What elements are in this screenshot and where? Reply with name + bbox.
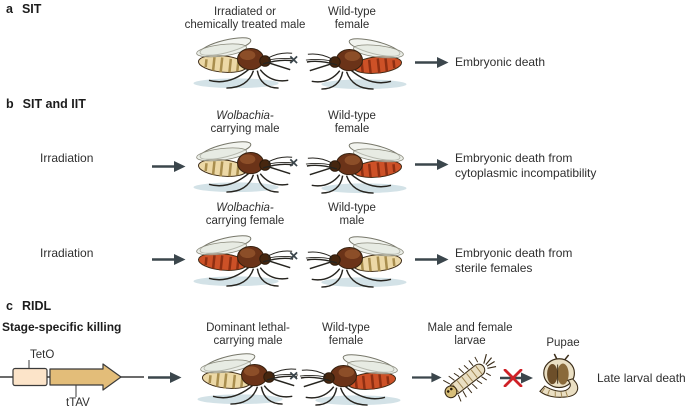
panel-c-title: RIDL [21, 299, 52, 313]
pupa-illustration [539, 353, 579, 399]
panel-a-title: SIT [21, 2, 42, 16]
wild-type-female-mosquito-illustration-b1 [304, 137, 408, 195]
ttav-label: tTAV [66, 397, 90, 407]
panel-c-female-label: Wild-type female [322, 322, 370, 347]
panel-b-letter: b [6, 97, 14, 111]
larva-illustration [438, 350, 498, 407]
blocked-arrow-with-red-cross [500, 369, 533, 387]
wild-type-male-mosquito-illustration [304, 231, 408, 289]
panel-c-heading: c RIDL [6, 299, 51, 313]
treated-male-mosquito-illustration [192, 32, 296, 90]
panel-c-result: Late larval death [597, 371, 685, 385]
panel-a-female-label: Wild-type female [328, 6, 376, 31]
irradiation-label-2: Irradiation [40, 246, 94, 260]
mating-cross-a: × [289, 52, 299, 69]
teto-label: TetO [30, 349, 54, 361]
pupae-label: Pupae [546, 337, 580, 349]
panel-a-result: Embryonic death [455, 55, 546, 69]
wolbachia-male-label: Wolbachia- carrying male [210, 110, 280, 135]
irradiation-label-1: Irradiation [40, 151, 94, 165]
panel-b-heading: b SIT and IIT [6, 97, 86, 111]
genetic-construct-diagram: TetO tTAV [0, 349, 144, 407]
panel-b-title: SIT and IIT [22, 97, 86, 111]
panel-b2-result: Embryonic death from sterile females [455, 246, 573, 275]
wild-type-female-mosquito-illustration-c [298, 349, 402, 407]
wild-type-female-mosquito-illustration [304, 33, 408, 91]
ttav-gene-arrow [49, 363, 122, 391]
larvae-label: Male and female larvae [427, 322, 513, 347]
dominant-lethal-male-label: Dominant lethal- carrying male [206, 322, 290, 347]
mating-cross-b2: × [289, 248, 299, 265]
panel-c-letter: c [6, 299, 13, 313]
panel-a-letter: a [6, 2, 13, 16]
panel-a-male-label: Irradiated or chemically treated male [184, 6, 306, 31]
wolbachia-male-mosquito-illustration [192, 136, 296, 194]
dominant-lethal-male-mosquito-illustration [196, 348, 300, 406]
result-arrow-b2 [415, 253, 449, 266]
result-arrow-a [415, 56, 449, 69]
mating-cross-b1: × [289, 155, 299, 172]
wolbachia-female-label: Wolbachia- carrying female [205, 202, 285, 227]
red-x-icon [503, 369, 523, 387]
construct-arrow [148, 371, 182, 384]
wolbachia-italic: Wolbachia- [216, 110, 274, 122]
mating-cross-c: × [289, 368, 299, 385]
result-arrow-b1 [415, 158, 449, 171]
teto-promoter-box [12, 367, 48, 387]
panel-a-heading: a SIT [6, 2, 41, 16]
wolbachia-female-mosquito-illustration [192, 230, 296, 288]
wolbachia-italic-2: Wolbachia- [216, 202, 274, 214]
panel-b1-result: Embryonic death from cytoplasmic incompa… [455, 151, 597, 180]
panel-b2-male-label: Wild-type male [328, 202, 376, 227]
panel-c-subtitle: Stage-specific killing [2, 320, 122, 334]
panel-b1-female-label: Wild-type female [328, 110, 376, 135]
